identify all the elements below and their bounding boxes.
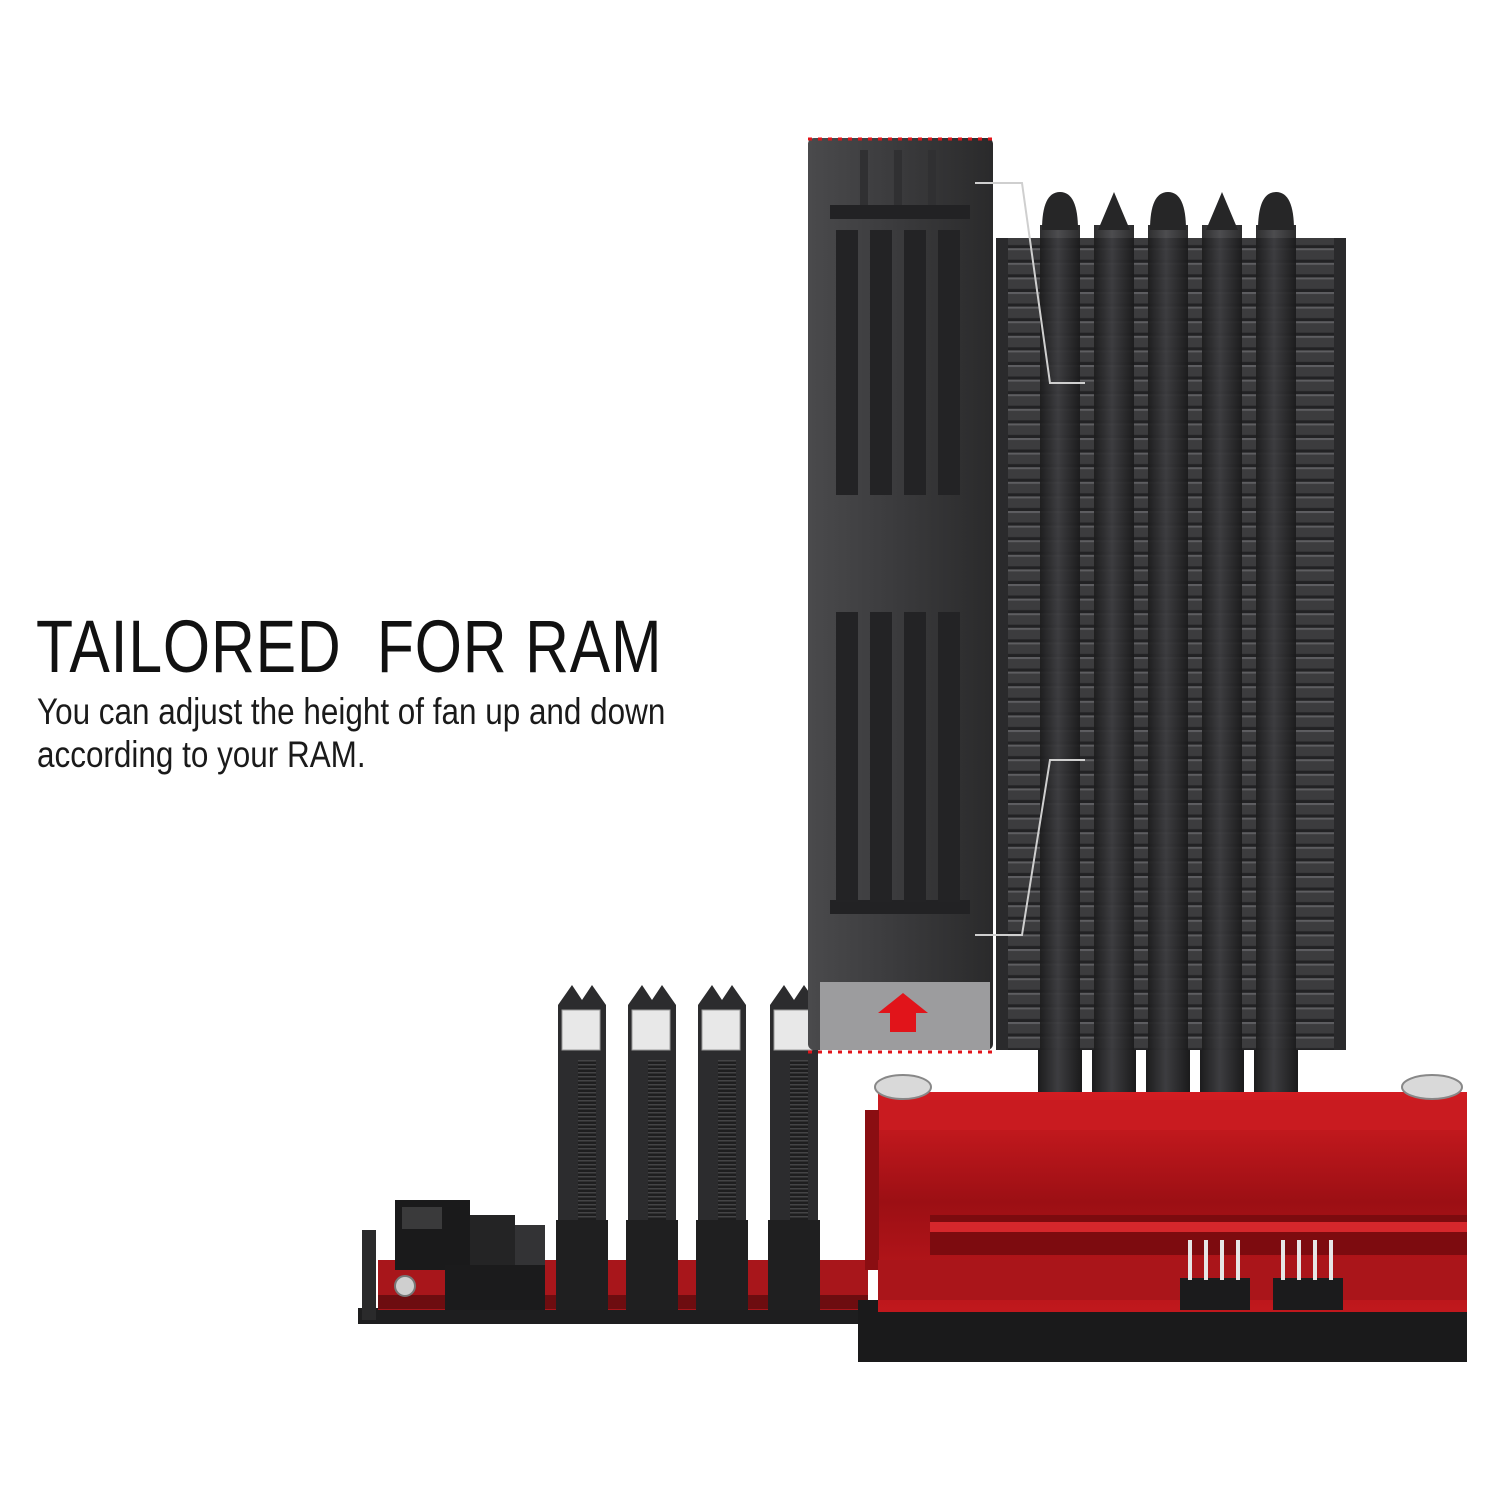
motherboard — [358, 1200, 868, 1324]
height-indicator — [808, 137, 995, 1054]
up-arrow-icon — [878, 993, 928, 1032]
ram-modules — [556, 985, 820, 1310]
cooling-fan — [808, 138, 1085, 1050]
headline: TAILORED FOR RAM — [36, 605, 663, 688]
ram-stick — [768, 985, 820, 1310]
description: You can adjust the height of fan up and … — [37, 691, 666, 776]
ram-stick — [696, 985, 748, 1310]
ram-stick — [626, 985, 678, 1310]
cpu-mount — [858, 1074, 1467, 1362]
heatsink-fin-stack — [996, 192, 1346, 1050]
ram-stick — [556, 985, 608, 1310]
